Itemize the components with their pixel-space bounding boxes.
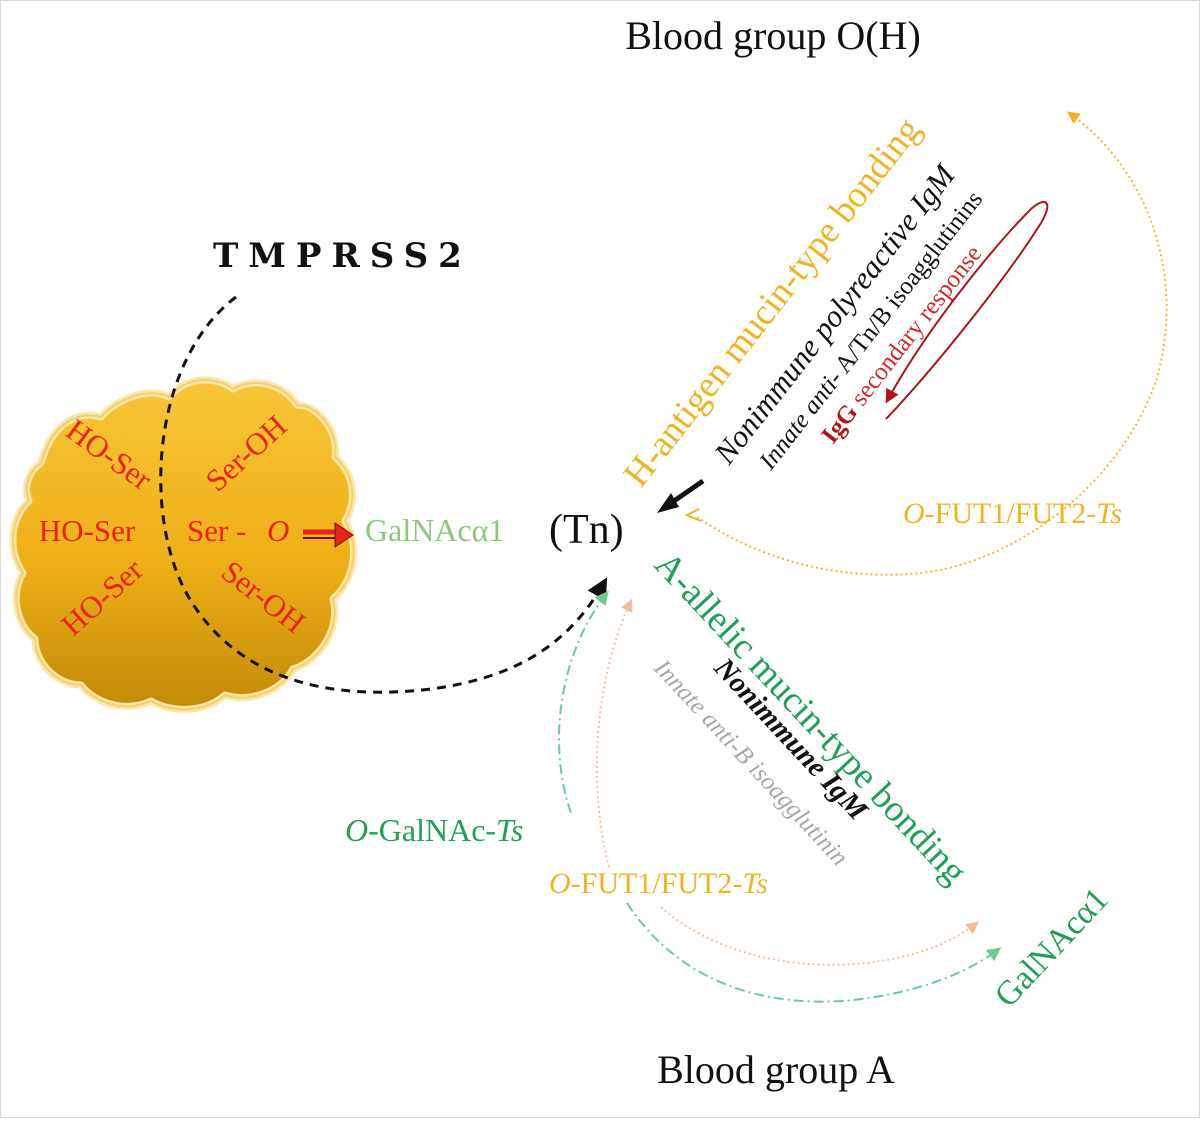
secondary-response-loop xyxy=(885,201,1049,420)
h-fut-ts-label: O-FUT1/FUT2-Ts xyxy=(903,497,1122,530)
h-antigen-to-tn-arrow xyxy=(657,478,705,513)
o-galnac-prefix: O- xyxy=(345,812,379,848)
a-fut-suffix: Ts xyxy=(742,867,768,900)
h-fut-suffix: Ts xyxy=(1096,497,1122,530)
tmprss2-dashed-arc xyxy=(159,295,608,694)
h-fut-arrowhead-tn xyxy=(684,508,702,522)
group-ser-o: Ser - xyxy=(187,513,246,548)
galnac-label-right: GalNAcα1 xyxy=(988,881,1116,1015)
galnac-right: GalNAcα1 xyxy=(988,881,1116,1015)
h-fut-prefix: O- xyxy=(903,497,935,530)
o-galnac-ts-arc xyxy=(558,590,609,814)
a-fut-mid: FUT1/FUT2- xyxy=(581,867,743,900)
a-fut-prefix: O- xyxy=(549,867,581,900)
o-galnac-ts-label: O-GalNAc-Ts xyxy=(345,812,523,848)
innate-anti-a-tn-b: Innate anti- A/Tn/B isoagglutinins xyxy=(754,186,988,475)
title-blood-group-o: Blood group O(H) xyxy=(625,13,921,58)
o-galnac-suffix: Ts xyxy=(496,812,523,848)
a-fut-arc-upper xyxy=(595,598,633,868)
galnac-label-left: GalNAcα1 xyxy=(365,512,504,548)
o-galnac-mid: GalNAc- xyxy=(379,812,496,848)
o-galnac-ts-bottom-arc xyxy=(626,902,1002,1003)
svg-text:Innate anti- A/Tn/B isoa: Innate anti- A/Tn/B isoagglutinins xyxy=(754,186,988,475)
glycosidic-bond-arrow xyxy=(303,522,354,548)
group-ho-ser-middle: HO-Ser xyxy=(39,513,136,548)
tn-label: (Tn) xyxy=(549,507,624,553)
group-ser-o-oxygen: O xyxy=(267,513,289,548)
h-fut-mid: FUT1/FUT2- xyxy=(935,497,1097,530)
tmprss2-label: TMPRSS2 xyxy=(213,236,472,276)
a-fut-arc-lower xyxy=(660,906,979,966)
a-fut-ts-label: O-FUT1/FUT2-Ts xyxy=(549,867,768,900)
title-blood-group-a: Blood group A xyxy=(657,1047,895,1092)
molecule-blob xyxy=(9,376,357,713)
